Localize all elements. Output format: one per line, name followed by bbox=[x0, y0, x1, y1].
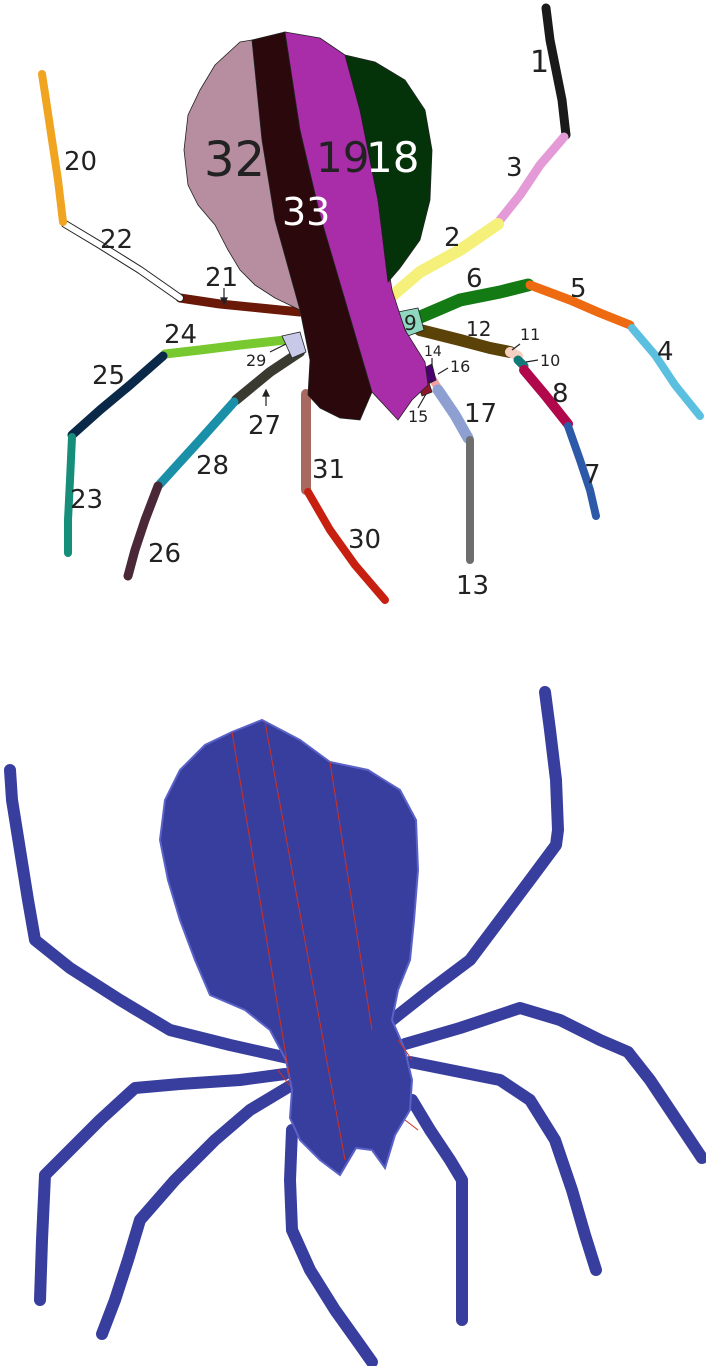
mesh-leg-right-third bbox=[404, 1056, 602, 1276]
label-18: 18 bbox=[366, 133, 419, 182]
segment-3 bbox=[495, 132, 569, 225]
mesh-body bbox=[158, 718, 420, 1177]
mesh-leg-right-second bbox=[399, 1002, 706, 1164]
label-23: 23 bbox=[70, 485, 103, 515]
label-12: 12 bbox=[466, 317, 491, 341]
mesh-seam-6 bbox=[404, 1119, 419, 1131]
segment-labels: 1 2 3 4 5 6 7 8 9 10 11 12 13 14 15 16 1… bbox=[64, 45, 674, 601]
mesh-legs bbox=[4, 686, 706, 1366]
label-27: 27 bbox=[248, 411, 281, 441]
label-31: 31 bbox=[312, 455, 345, 485]
label-26: 26 bbox=[148, 539, 181, 569]
mesh-seam-3 bbox=[329, 761, 373, 1031]
mesh-leg-left-second bbox=[34, 1068, 291, 1306]
label-2: 2 bbox=[444, 223, 461, 253]
arrow-29 bbox=[269, 343, 287, 353]
label-11: 11 bbox=[520, 325, 540, 344]
segment-27 bbox=[231, 347, 305, 405]
label-15: 15 bbox=[408, 407, 428, 426]
segment-5 bbox=[525, 280, 635, 330]
label-19: 19 bbox=[316, 133, 369, 182]
segment-32 bbox=[183, 39, 301, 311]
label-21: 21 bbox=[205, 263, 238, 293]
segment-29 bbox=[281, 331, 307, 359]
arrow-11 bbox=[511, 343, 521, 351]
label-13: 13 bbox=[456, 571, 489, 601]
arrow-15 bbox=[417, 393, 427, 409]
mesh-leg-left-rear bbox=[284, 1124, 378, 1366]
mesh-leg-left-third bbox=[96, 1080, 296, 1340]
label-5: 5 bbox=[570, 274, 587, 304]
arrowhead-21 bbox=[220, 297, 228, 306]
arrowhead-27 bbox=[262, 388, 270, 397]
segment-6 bbox=[411, 278, 535, 325]
label-17: 17 bbox=[464, 399, 497, 429]
segment-30 bbox=[304, 488, 389, 604]
segment-28 bbox=[155, 397, 239, 489]
segmentation-panel: 1 2 3 4 5 6 7 8 9 10 11 12 13 14 15 16 1… bbox=[38, 3, 704, 604]
label-4: 4 bbox=[657, 337, 674, 367]
segment-1 bbox=[541, 3, 571, 140]
segment-24 bbox=[160, 335, 290, 359]
mesh-abdomen bbox=[158, 718, 420, 1177]
label-3: 3 bbox=[506, 153, 523, 183]
label-16: 16 bbox=[450, 357, 470, 376]
segment-2 bbox=[386, 218, 504, 302]
label-10: 10 bbox=[540, 351, 560, 370]
mesh-seam-5 bbox=[277, 1069, 291, 1087]
segment-4 bbox=[628, 324, 704, 420]
mesh-leg-left-front bbox=[4, 764, 294, 1064]
label-28: 28 bbox=[196, 451, 229, 481]
label-8: 8 bbox=[552, 379, 569, 409]
label-30: 30 bbox=[348, 525, 381, 555]
segment-11 bbox=[505, 347, 523, 361]
segment-7 bbox=[564, 422, 600, 520]
segment-20 bbox=[38, 70, 67, 226]
mesh-panel bbox=[4, 686, 706, 1366]
label-9: 9 bbox=[404, 311, 417, 335]
segment-10 bbox=[513, 355, 529, 371]
segment-18 bbox=[344, 54, 433, 283]
mesh-seams bbox=[231, 721, 419, 1161]
label-1: 1 bbox=[530, 45, 549, 80]
arrow-16 bbox=[437, 367, 449, 375]
label-24: 24 bbox=[164, 320, 197, 350]
label-29: 29 bbox=[246, 351, 266, 370]
segment-17 bbox=[432, 384, 474, 444]
label-33: 33 bbox=[282, 190, 330, 234]
mesh-seam-4 bbox=[397, 1039, 413, 1061]
leader-arrows bbox=[220, 288, 539, 409]
mesh-seam-1 bbox=[231, 731, 291, 1081]
label-14: 14 bbox=[424, 344, 442, 360]
label-6: 6 bbox=[466, 264, 483, 294]
label-32: 32 bbox=[204, 132, 265, 188]
segment-26 bbox=[123, 481, 163, 581]
segment-22-fill bbox=[62, 221, 183, 301]
segment-25 bbox=[67, 351, 168, 440]
segment-8 bbox=[519, 365, 573, 429]
label-20: 20 bbox=[64, 147, 97, 177]
segment-23 bbox=[64, 433, 76, 557]
mesh-seam-2 bbox=[264, 721, 346, 1161]
label-25: 25 bbox=[92, 361, 125, 391]
segment-12 bbox=[414, 324, 516, 358]
arrow-10 bbox=[525, 359, 539, 363]
mesh-leg-right-front bbox=[386, 686, 564, 1026]
label-22: 22 bbox=[100, 225, 133, 255]
segment-21 bbox=[175, 293, 305, 317]
mesh-leg-right-rear bbox=[406, 1094, 468, 1326]
label-7: 7 bbox=[584, 460, 601, 490]
body bbox=[183, 31, 433, 421]
